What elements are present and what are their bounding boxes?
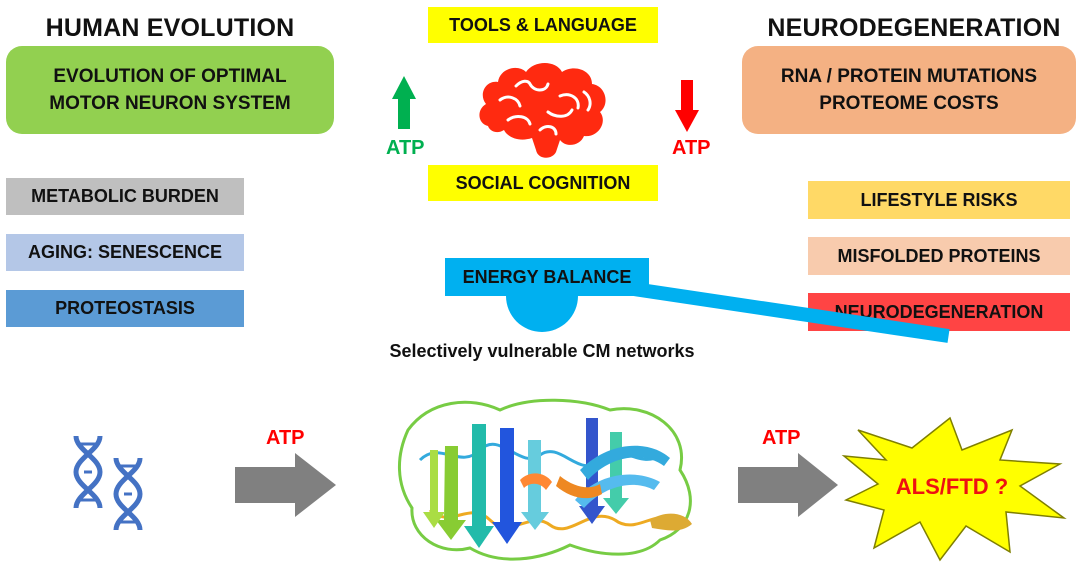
mutations-box: RNA / PROTEIN MUTATIONS PROTEOME COSTS (742, 46, 1076, 134)
brain-icon (479, 63, 606, 158)
energy-balance-label: ENERGY BALANCE (462, 266, 632, 287)
network-caption: Selectively vulnerable CM networks (389, 341, 695, 361)
atp-label-2: ATP (762, 427, 801, 449)
outcome-burst: ALS/FTD ? (841, 416, 1067, 562)
factor-misfolded-proteins: MISFOLDED PROTEINS (808, 237, 1070, 275)
factor-lifestyle-risks: LIFESTYLE RISKS (808, 181, 1070, 219)
evolution-line-2: MOTOR NEURON SYSTEM (49, 93, 291, 114)
evolution-line-1: EVOLUTION OF OPTIMAL (53, 66, 287, 87)
social-cognition-label: SOCIAL COGNITION (428, 165, 658, 201)
atp-up-label: ATP (386, 137, 425, 159)
protein-structure-icon (398, 398, 692, 561)
mutations-line-2: PROTEOME COSTS (819, 93, 999, 114)
outcome-label: ALS/FTD ? (896, 474, 1008, 499)
flow-arrow-1 (235, 453, 336, 517)
flow-arrow-2 (738, 453, 838, 517)
right-heading: NEURODEGENERATION (767, 14, 1061, 42)
atp-decrease-arrow (675, 80, 699, 132)
factor-aging-senescence: AGING: SENESCENCE (6, 234, 244, 271)
energy-seesaw (445, 258, 950, 343)
factor-metabolic-burden: METABOLIC BURDEN (6, 178, 244, 215)
atp-down-label: ATP (672, 137, 711, 159)
dna-icon (73, 435, 143, 531)
left-heading: HUMAN EVOLUTION (45, 14, 295, 42)
atp-increase-arrow (392, 76, 416, 129)
mutations-line-1: RNA / PROTEIN MUTATIONS (780, 66, 1038, 87)
atp-label-1: ATP (266, 427, 305, 449)
factor-proteostasis: PROTEOSTASIS (6, 290, 244, 327)
evolution-box: EVOLUTION OF OPTIMAL MOTOR NEURON SYSTEM (6, 46, 334, 134)
tools-language-label: TOOLS & LANGUAGE (428, 7, 658, 43)
